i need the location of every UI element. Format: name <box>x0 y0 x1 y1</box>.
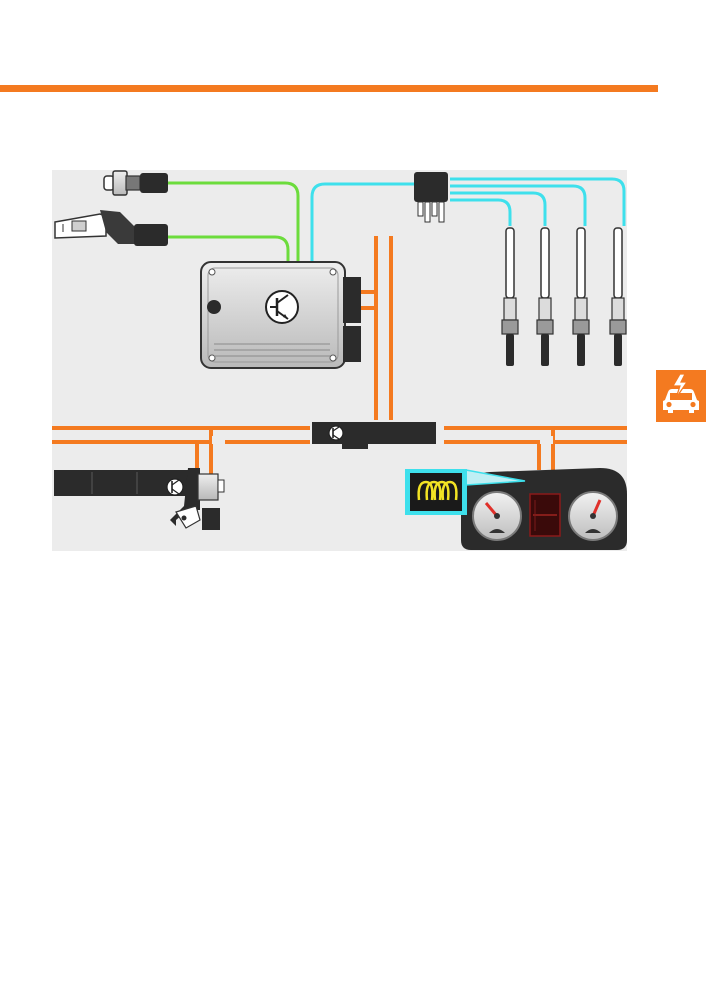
gateway-control-unit <box>312 422 436 449</box>
section-tab[interactable] <box>656 370 706 422</box>
glow-plug <box>536 227 554 366</box>
dash-panel-insert <box>461 468 627 550</box>
steering-column-control-unit <box>54 468 225 530</box>
engine-control-unit <box>200 261 361 369</box>
glow-plug-wires <box>310 177 626 262</box>
car-electrical-fault-icon <box>663 373 699 413</box>
glow-plug <box>609 227 627 366</box>
glow-plug <box>501 227 519 366</box>
transistor-icon <box>265 290 299 324</box>
glow-plug-coil-icon <box>417 480 458 501</box>
glow-plug-warning-lamp <box>405 469 526 515</box>
glow-plug <box>572 227 590 366</box>
can-bus-gaps <box>212 436 553 444</box>
glow-plugs <box>501 227 627 366</box>
can-bus-lines <box>52 236 627 476</box>
coolant-temperature-sender <box>103 170 168 196</box>
engine-speed-sender <box>54 210 168 246</box>
header-rule-fill <box>0 85 658 92</box>
glow-plug-relay <box>414 172 448 223</box>
sensor-wires <box>168 181 300 262</box>
